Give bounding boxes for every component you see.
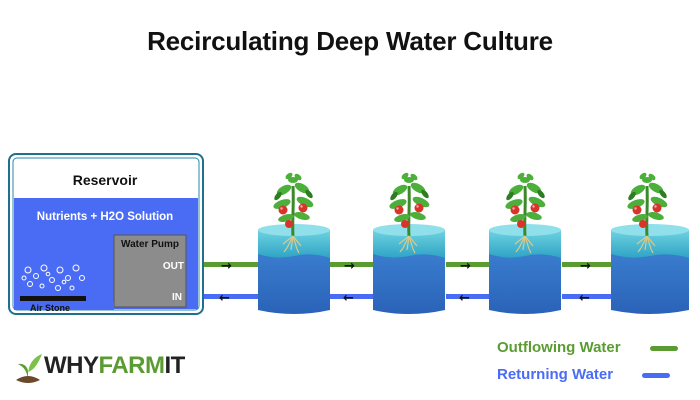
whyfarmit-logo-icon xyxy=(16,354,42,384)
air-bubbles xyxy=(21,264,85,291)
reservoir-label: Reservoir xyxy=(73,172,138,188)
flow-arrow-right: → xyxy=(221,259,232,274)
logo-why: WHY xyxy=(44,352,99,379)
return-pipe xyxy=(200,294,612,299)
diagram-title: Recirculating Deep Water Culture xyxy=(147,26,553,56)
flow-arrow-left: ← xyxy=(219,291,230,306)
bucket xyxy=(611,224,689,314)
legend-outflowing-label: Outflowing Water xyxy=(497,339,621,356)
reservoir: Reservoir Nutrients + H2O Solution Water… xyxy=(8,153,204,315)
flow-arrow-left: ← xyxy=(343,291,354,306)
flow-arrow-right: → xyxy=(344,259,355,274)
pump-out-label: OUT xyxy=(163,261,184,272)
whyfarmit-logo-text: WHYFARMIT xyxy=(44,352,185,380)
pump-label: Water Pump xyxy=(121,239,179,250)
logo-it: IT xyxy=(164,352,186,379)
air-stone xyxy=(20,296,86,301)
outflow-pipe xyxy=(200,262,612,267)
legend-outflowing-swatch xyxy=(650,346,678,351)
flow-arrow-left: ← xyxy=(579,291,590,306)
legend-returning-label: Returning Water xyxy=(497,366,614,383)
legend-returning-swatch xyxy=(642,373,670,378)
bucket xyxy=(489,224,561,314)
air-stone-label: Air Stone xyxy=(30,303,70,313)
pump-in-label: IN xyxy=(172,292,182,303)
solution-label: Nutrients + H2O Solution xyxy=(37,211,173,223)
flow-arrow-right: → xyxy=(460,259,471,274)
flow-arrow-right: → xyxy=(580,259,591,274)
flow-arrow-left: ← xyxy=(459,291,470,306)
bucket xyxy=(373,224,445,314)
logo-farm: FARM xyxy=(98,352,166,379)
water-pump xyxy=(113,234,187,308)
